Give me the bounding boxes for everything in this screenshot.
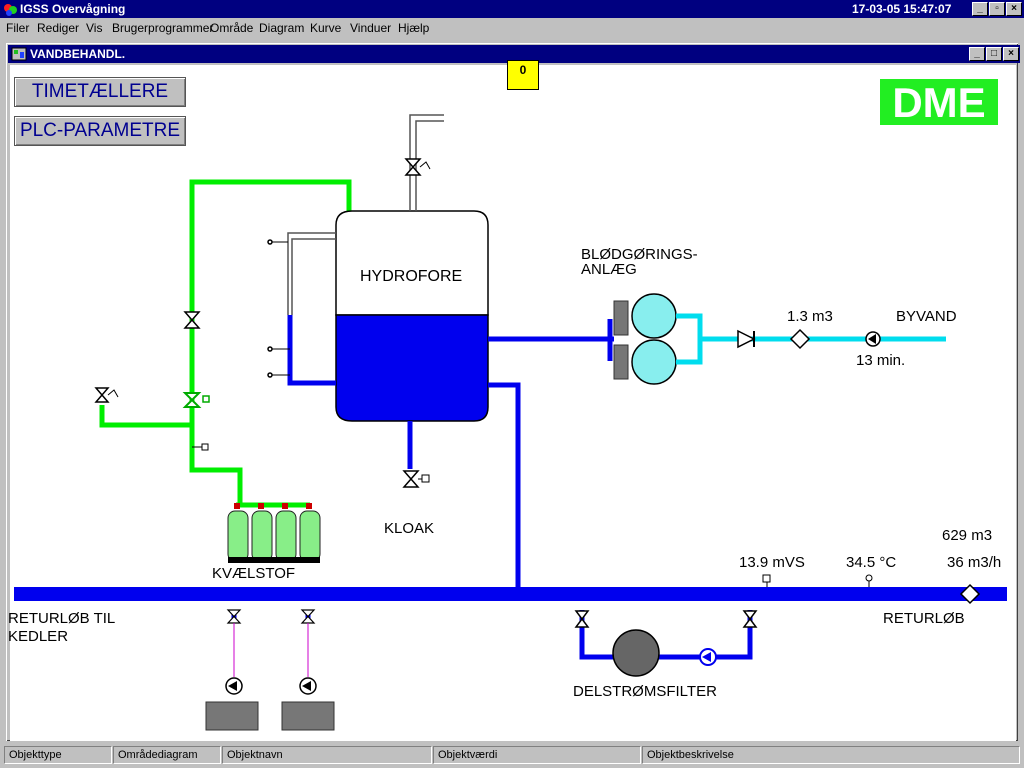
child-close-button[interactable]: ×: [1003, 47, 1019, 61]
drain-valve[interactable]: [402, 470, 430, 488]
menu-bar: Filer Rediger Vis Brugerprogrammer Områd…: [0, 18, 1024, 38]
app-title-bar: IGSS Overvågning 17-03-05 15:47:07 _ ▫ ×: [0, 0, 1024, 18]
menu-hjaelp[interactable]: Hjælp: [398, 21, 430, 35]
city-water-meter[interactable]: [789, 328, 811, 350]
byvand-volume: 1.3 m3: [787, 308, 833, 325]
temperature-value: 34.5 °C: [846, 554, 897, 571]
restore-button[interactable]: ▫: [989, 2, 1005, 16]
minimize-button[interactable]: _: [972, 2, 988, 16]
boiler-pipes: [233, 623, 309, 677]
plc-parametre-button[interactable]: PLC-PARAMETRE: [14, 116, 186, 146]
byvand-time: 13 min.: [856, 352, 906, 369]
check-valve[interactable]: [737, 329, 756, 349]
vent-valve[interactable]: [404, 158, 431, 176]
returlob-label: RETURLØB: [883, 610, 965, 627]
child-title: VANDBEHANDL.: [30, 47, 126, 61]
return-volume-value: 629 m3: [942, 527, 993, 544]
boiler-valve-2[interactable]: [300, 609, 316, 624]
softener-label-line1: BLØDGØRINGS-: [581, 246, 698, 263]
logo-text: DME: [892, 79, 985, 126]
menu-filer[interactable]: Filer: [6, 21, 30, 35]
city-water-timer[interactable]: [865, 331, 881, 347]
menu-vinduer[interactable]: Vinduer: [350, 21, 392, 35]
process-diagram: DME 0 TIMETÆLLERE PLC-PARAMETRE HYDROFOR…: [8, 60, 1016, 741]
nitrogen-relief-valve[interactable]: [94, 387, 119, 403]
status-omraadediagram: Områdediagram: [113, 746, 221, 764]
child-title-bar: VANDBEHANDL. _ □ ×: [8, 45, 1020, 63]
status-objektnavn: Objektnavn: [222, 746, 432, 764]
dme-logo: DME: [880, 79, 998, 126]
nitrogen-sensor: [192, 443, 209, 451]
datetime-display: 17-03-05 15:47:07: [852, 2, 952, 16]
boiler-valve-1[interactable]: [226, 609, 242, 624]
hydrofore-label: HYDROFORE: [360, 268, 463, 285]
return-kedler-label-line1: RETURLØB TIL: [8, 610, 116, 627]
menu-rediger[interactable]: Rediger: [37, 21, 80, 35]
temperature-sensor[interactable]: [865, 574, 873, 587]
menu-omraade[interactable]: Område: [210, 21, 254, 35]
menu-vis[interactable]: Vis: [86, 21, 103, 35]
pressure-sensor[interactable]: [762, 574, 771, 587]
delstromsfilter-label: DELSTRØMSFILTER: [573, 683, 717, 700]
filter-pump[interactable]: [699, 648, 717, 666]
diagram-window-icon: [11, 47, 27, 61]
side-stream-filter[interactable]: [612, 629, 660, 677]
menu-diagram[interactable]: Diagram: [259, 21, 305, 35]
nitrogen-piping: [99, 179, 352, 508]
close-button[interactable]: ×: [1006, 2, 1022, 16]
status-objektvaerdi: Objektværdi: [433, 746, 641, 764]
tank-vent-pipe: [409, 114, 444, 211]
alarm-counter[interactable]: 0: [507, 60, 539, 90]
nitrogen-valve-1[interactable]: [183, 311, 201, 329]
menu-brugerprogrammer[interactable]: Brugerprogrammer: [112, 21, 214, 35]
child-minimize-button[interactable]: _: [969, 47, 985, 61]
timetaellere-button[interactable]: TIMETÆLLERE: [14, 77, 186, 107]
app-title: IGSS Overvågning: [20, 2, 126, 16]
kloak-label: KLOAK: [384, 520, 435, 537]
vandbehandl-window: VANDBEHANDL. _ □ ×: [4, 41, 1020, 743]
boiler-pump-2[interactable]: [281, 677, 335, 731]
return-kedler-label-line2: KEDLER: [8, 628, 69, 645]
kvaelstof-label: KVÆLSTOF: [212, 565, 296, 582]
water-piping: [14, 319, 1007, 660]
menu-kurve[interactable]: Kurve: [310, 21, 342, 35]
nitrogen-valve-2[interactable]: [182, 392, 210, 408]
level-gauge-piping: [267, 232, 336, 386]
filter-valve-right[interactable]: [742, 610, 758, 628]
status-objektbeskrivelse: Objektbeskrivelse: [642, 746, 1020, 764]
child-maximize-button[interactable]: □: [986, 47, 1002, 61]
pressure-value: 13.9 mVS: [739, 554, 805, 571]
boiler-pump-1[interactable]: [205, 677, 259, 731]
status-bar: Objekttype Områdediagram Objektnavn Obje…: [0, 744, 1024, 768]
status-objekttype: Objekttype: [4, 746, 112, 764]
igss-app-icon: [4, 4, 17, 16]
byvand-label: BYVAND: [896, 308, 957, 325]
return-flow-value: 36 m3/h: [947, 554, 1002, 571]
softener-unit[interactable]: [613, 293, 677, 385]
softener-label-line2: ANLÆG: [581, 261, 637, 278]
process-diagram-svg: DME: [14, 79, 1007, 731]
alarm-count: 0: [519, 63, 527, 77]
hydrofore-tank[interactable]: [335, 210, 489, 422]
return-flow-meter[interactable]: [959, 583, 981, 605]
nitrogen-bottles: [227, 503, 321, 563]
filter-valve-left[interactable]: [574, 610, 590, 628]
